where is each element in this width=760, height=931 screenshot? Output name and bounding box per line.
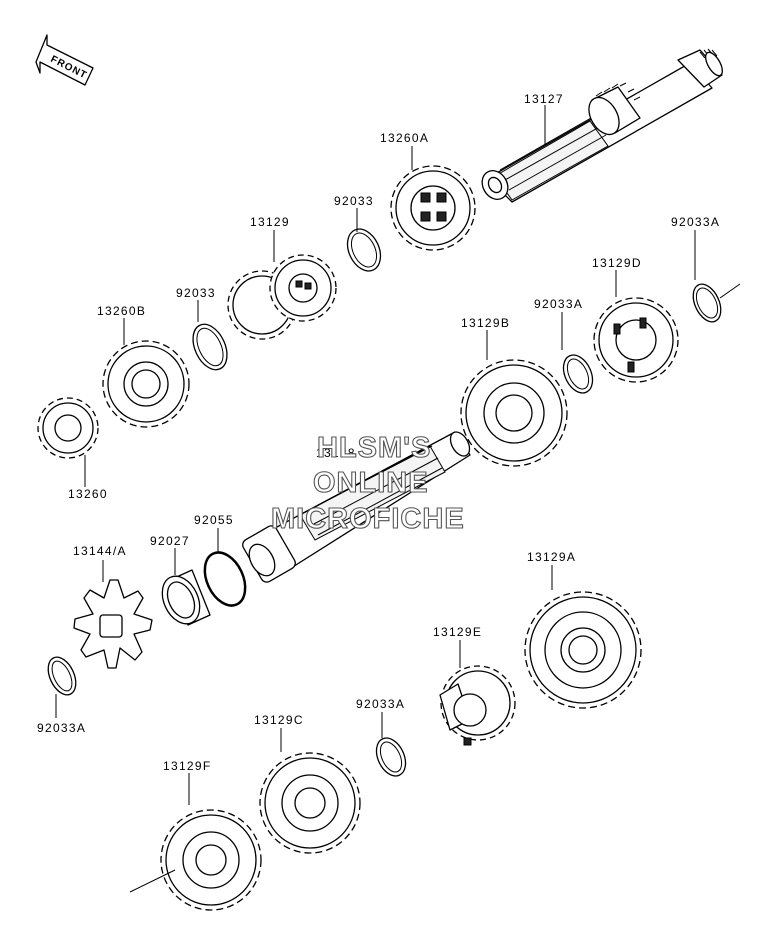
gear-13129E: 13129E (433, 625, 516, 746)
part-label-13127: 13127 (524, 92, 564, 106)
part-label-13129D: 13129D (592, 256, 642, 270)
circlip-92033-top: 92033 (334, 194, 382, 272)
part-label-92033-top: 92033 (334, 194, 374, 208)
part-label-13260A: 13260A (380, 131, 429, 145)
part-label-92033-mid: 92033 (176, 286, 216, 300)
gear-13129: 13129 (227, 215, 337, 340)
gear-13129A: 13129A (524, 550, 642, 709)
circlip-92033A-low: 92033A (356, 697, 407, 777)
circlip-92033A-right: 92033A (671, 215, 741, 323)
watermark: HLSM'S ONLINE MICROFICHE (270, 431, 465, 535)
collar-92027: 92027 (150, 534, 211, 626)
part-label-13129C: 13129C (254, 713, 304, 727)
part-label-13129B: 13129B (461, 316, 510, 330)
part-label-13260: 13260 (68, 487, 108, 501)
axis-line-right (719, 283, 741, 299)
part-label-92033A-low: 92033A (356, 697, 405, 711)
gear-13260B: 13260B (97, 304, 190, 428)
watermark-line2: ONLINE (313, 467, 429, 499)
part-label-92033A-left: 92033A (37, 721, 86, 735)
part-label-92055: 92055 (194, 513, 234, 527)
part-label-13129E: 13129E (433, 625, 482, 639)
part-label-13260B: 13260B (97, 304, 146, 318)
gear-13129C: 13129C (254, 713, 361, 854)
gear-13129B: 13129B (460, 316, 568, 467)
circlip-92033A-mid: 92033A (534, 297, 594, 394)
gear-13260: 13260 (37, 397, 108, 501)
sprocket-13144A: 13144/A (73, 544, 153, 669)
front-arrow-icon: FRONT (35, 34, 94, 86)
part-label-13129: 13129 (250, 215, 290, 229)
part-label-92033A-mid: 92033A (534, 297, 583, 311)
watermark-line1: HLSM'S (317, 432, 431, 464)
watermark-line3: MICROFICHE (271, 503, 465, 535)
part-label-92033A-right: 92033A (671, 215, 720, 229)
gear-13129D: 13129D (592, 256, 679, 383)
part-label-13144A: 13144/A (73, 544, 127, 558)
part-label-13129A: 13129A (527, 550, 576, 564)
part-label-13128: 13128 (316, 446, 356, 460)
axis-line-left (129, 869, 176, 893)
circlip-92033A-left: 92033A (37, 656, 86, 735)
part-label-92027: 92027 (150, 534, 190, 548)
gear-13129F: 13129F (129, 759, 262, 911)
gear-13260A: 13260A (380, 131, 476, 251)
oring-92055: 92055 (194, 513, 247, 607)
part-label-13129F: 13129F (163, 759, 212, 773)
shaft-13127: 13127 (481, 48, 723, 203)
circlip-92033-mid: 92033 (176, 286, 228, 371)
shaft-13128: 13128 (242, 431, 471, 583)
